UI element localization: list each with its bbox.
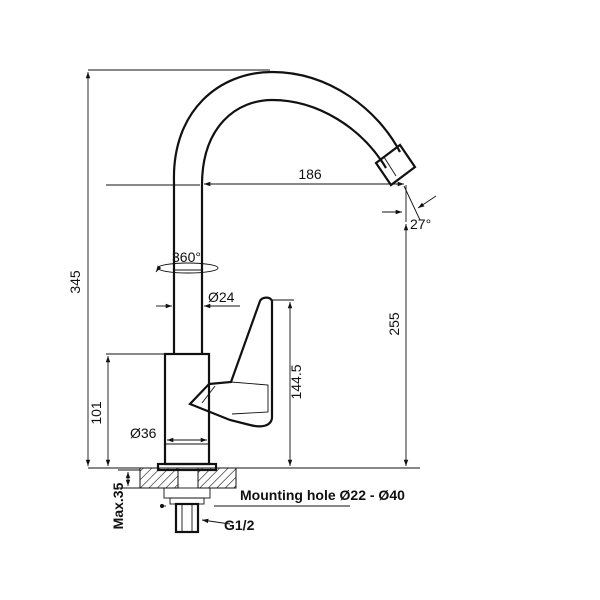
label-max-thickness: Max.35 — [110, 482, 126, 529]
label-rotation: 360° — [172, 249, 201, 265]
faucet-outline — [139, 70, 417, 534]
spout-tip — [374, 143, 417, 187]
dimension-labels: 345 186 27° 255 360° Ø24 101 144.5 Ø36 M… — [67, 166, 431, 533]
label-lever-height: 144.5 — [288, 364, 304, 399]
label-body-diameter: Ø36 — [130, 425, 157, 441]
label-total-height: 345 — [67, 270, 83, 294]
label-outlet-height: 255 — [386, 312, 402, 336]
dimension-lines — [85, 69, 437, 525]
spout-outer — [172, 70, 401, 355]
label-spout-reach: 186 — [298, 166, 322, 182]
water-inlet — [174, 502, 200, 534]
label-body-height: 101 — [88, 401, 104, 425]
label-mounting-hole: Mounting hole Ø22 - Ø40 — [240, 487, 405, 503]
mounting-nut — [163, 487, 211, 499]
label-spout-angle: 27° — [410, 216, 431, 232]
lever-handle — [188, 296, 274, 428]
label-thread: G1/2 — [224, 517, 255, 533]
spout-inner — [200, 98, 387, 355]
label-spout-diameter: Ø24 — [208, 289, 235, 305]
